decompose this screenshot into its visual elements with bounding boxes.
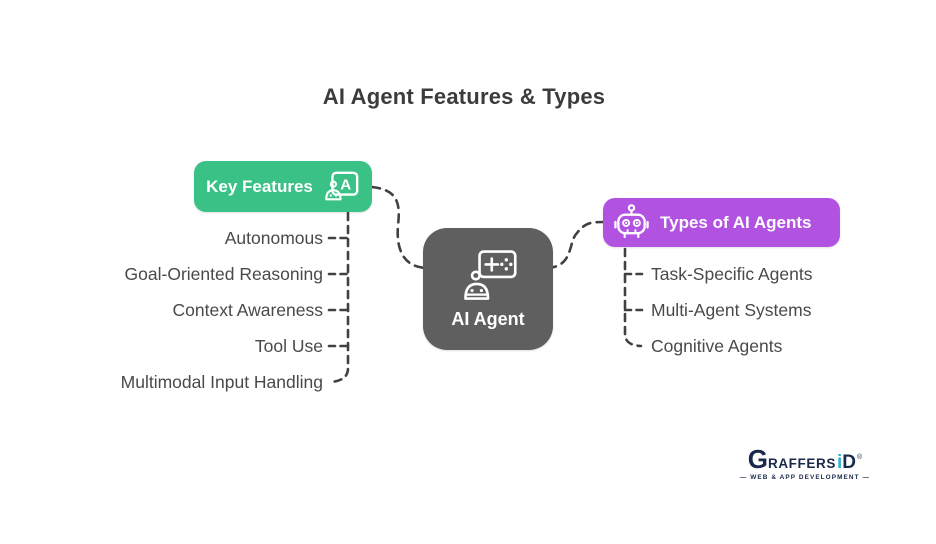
registered-trademark-icon: ® bbox=[856, 454, 863, 461]
connector-keyfeatures-to-agent bbox=[370, 185, 428, 270]
robot-screen-a-icon: A bbox=[325, 171, 359, 200]
key-features-node: Key Features A bbox=[194, 161, 372, 212]
feature-item-goal-oriented-reasoning: Goal-Oriented Reasoning bbox=[124, 264, 323, 284]
feature-item-autonomous: Autonomous bbox=[224, 228, 323, 248]
types-of-agents-node: Types of AI Agents bbox=[603, 198, 840, 247]
key-features-label: Key Features bbox=[206, 176, 313, 196]
connector-agent-to-types bbox=[546, 220, 606, 270]
right-branch-spine bbox=[623, 247, 643, 348]
feature-item-context-awareness: Context Awareness bbox=[172, 300, 323, 320]
type-item-cognitive-agents: Cognitive Agents bbox=[651, 336, 783, 356]
left-branch-spine bbox=[330, 211, 350, 384]
ai-robot-chat-icon bbox=[464, 250, 517, 300]
type-item-multi-agent-systems: Multi-Agent Systems bbox=[651, 300, 812, 320]
robot-head-icon bbox=[614, 204, 649, 239]
page-title: AI Agent Features & Types bbox=[322, 84, 606, 109]
logo-text-raffers: RAFFERS bbox=[767, 456, 836, 471]
icon-letter: A bbox=[340, 176, 351, 193]
logo-letter-d: D bbox=[842, 452, 856, 473]
ai-agent-label: AI Agent bbox=[451, 309, 525, 329]
logo-tagline: — WEB & APP DEVELOPMENT — bbox=[739, 474, 870, 481]
type-item-task-specific-agents: Task-Specific Agents bbox=[651, 264, 813, 284]
logo-letter-i: i bbox=[836, 452, 843, 473]
feature-item-multimodal-input-handling: Multimodal Input Handling bbox=[120, 372, 323, 392]
feature-item-tool-use: Tool Use bbox=[254, 336, 323, 356]
logo-letter-g: G bbox=[747, 444, 768, 474]
types-of-agents-label: Types of AI Agents bbox=[660, 212, 812, 232]
ai-agent-node: AI Agent bbox=[423, 228, 553, 350]
